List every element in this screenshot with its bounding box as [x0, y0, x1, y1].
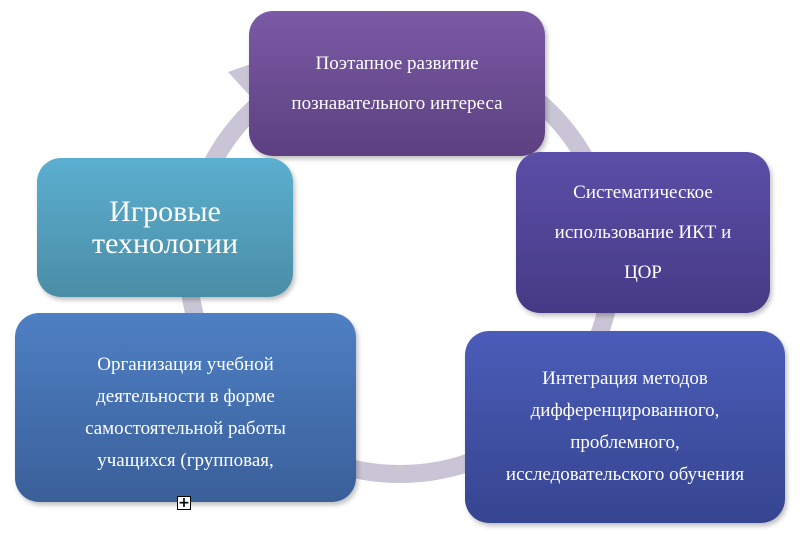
node-text: Систематическое	[573, 181, 713, 203]
node-ict-usage[interactable]: Систематическое использование ИКТ и ЦОР	[516, 152, 770, 313]
node-stepwise-interest[interactable]: Поэтапное развитие познавательного интер…	[249, 11, 545, 156]
node-text: самостоятельной работы	[85, 418, 286, 439]
node-text: дифференцированного,	[530, 400, 720, 421]
node-text: исследовательского обучения	[505, 464, 745, 485]
node-methods-integration[interactable]: Интеграция методов дифференцированного, …	[465, 331, 785, 523]
node-text: использование ИКТ и	[554, 221, 732, 243]
node-text: Организация учебной	[97, 354, 274, 375]
node-text: технологии	[91, 226, 239, 260]
node-text: Игровые	[109, 194, 221, 228]
node-game-technologies[interactable]: Игровые технологии	[37, 158, 293, 297]
node-text: Поэтапное развитие	[315, 52, 479, 74]
node-text: проблемного,	[570, 432, 680, 453]
node-text: деятельности в форме	[96, 386, 275, 407]
plus-box-icon[interactable]: +	[177, 495, 191, 511]
node-text: Интеграция методов	[542, 368, 708, 389]
node-text: познавательного интереса	[291, 92, 503, 114]
node-independent-work[interactable]: Организация учебной деятельности в форме…	[15, 313, 356, 502]
node-text: ЦОР	[624, 261, 662, 283]
node-text: учащихся (групповая,	[97, 450, 274, 471]
